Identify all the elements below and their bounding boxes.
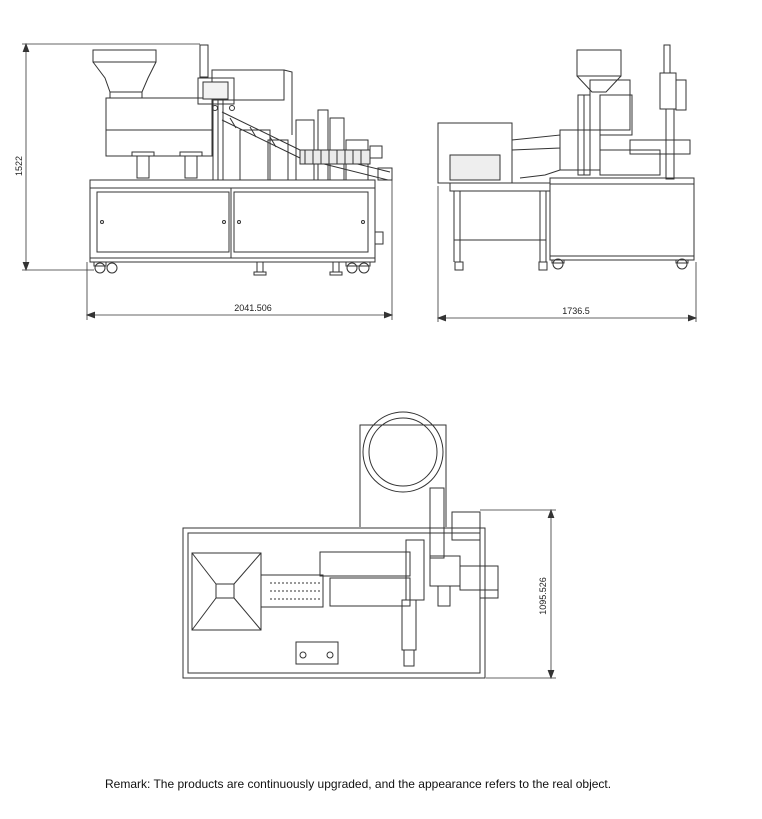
front-height-label: 1522 <box>14 156 24 176</box>
top-mechanism <box>295 539 499 667</box>
side-view <box>436 44 698 322</box>
top-round-feeder <box>359 411 481 559</box>
front-width-dimension <box>85 175 394 320</box>
front-mechanism <box>221 109 393 181</box>
remark-note: Remark: The products are continuously up… <box>105 777 612 791</box>
side-table <box>437 122 561 271</box>
top-frame <box>182 527 486 679</box>
front-width-label: 2041.506 <box>234 303 272 313</box>
top-hopper <box>191 552 324 631</box>
front-view <box>22 42 394 320</box>
side-hopper <box>576 49 633 176</box>
front-hopper <box>92 49 213 179</box>
front-feet <box>93 261 371 276</box>
top-height-dimension <box>480 508 556 680</box>
side-column <box>559 44 691 180</box>
front-control-panel <box>197 44 293 181</box>
top-view <box>182 411 556 680</box>
front-height-dimension <box>22 42 200 272</box>
side-cabinet <box>549 177 695 270</box>
side-width-dimension <box>436 186 698 322</box>
front-cabinet <box>89 179 384 263</box>
top-height-label: 1095.526 <box>538 577 548 615</box>
side-width-label: 1736.5 <box>562 306 590 316</box>
